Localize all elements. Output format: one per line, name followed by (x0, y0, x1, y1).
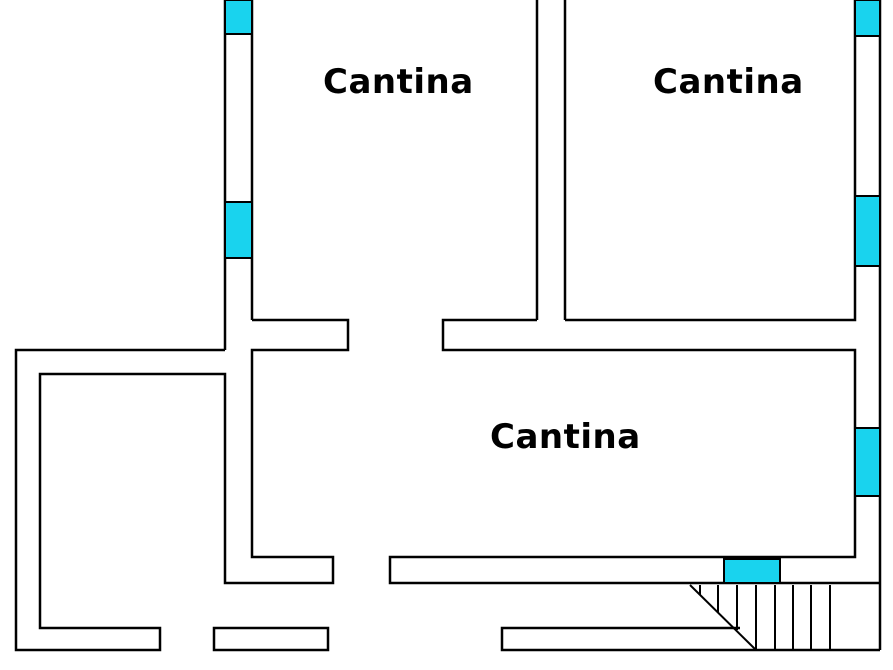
window-bottom (723, 558, 781, 584)
room-label-cantina-2: Cantina (653, 62, 804, 102)
bottom-walls (212, 626, 880, 652)
window-left-mid (224, 201, 253, 259)
room-label-cantina-1: Cantina (323, 62, 474, 102)
window-left-top (224, 0, 253, 35)
windows (224, 0, 881, 584)
stairs (689, 584, 831, 651)
window-right-mid (854, 195, 881, 267)
window-right-top (854, 0, 881, 37)
window-right-low (854, 427, 881, 497)
room-label-cantina-3: Cantina (490, 417, 641, 457)
left-wall-upper (14, 0, 350, 652)
